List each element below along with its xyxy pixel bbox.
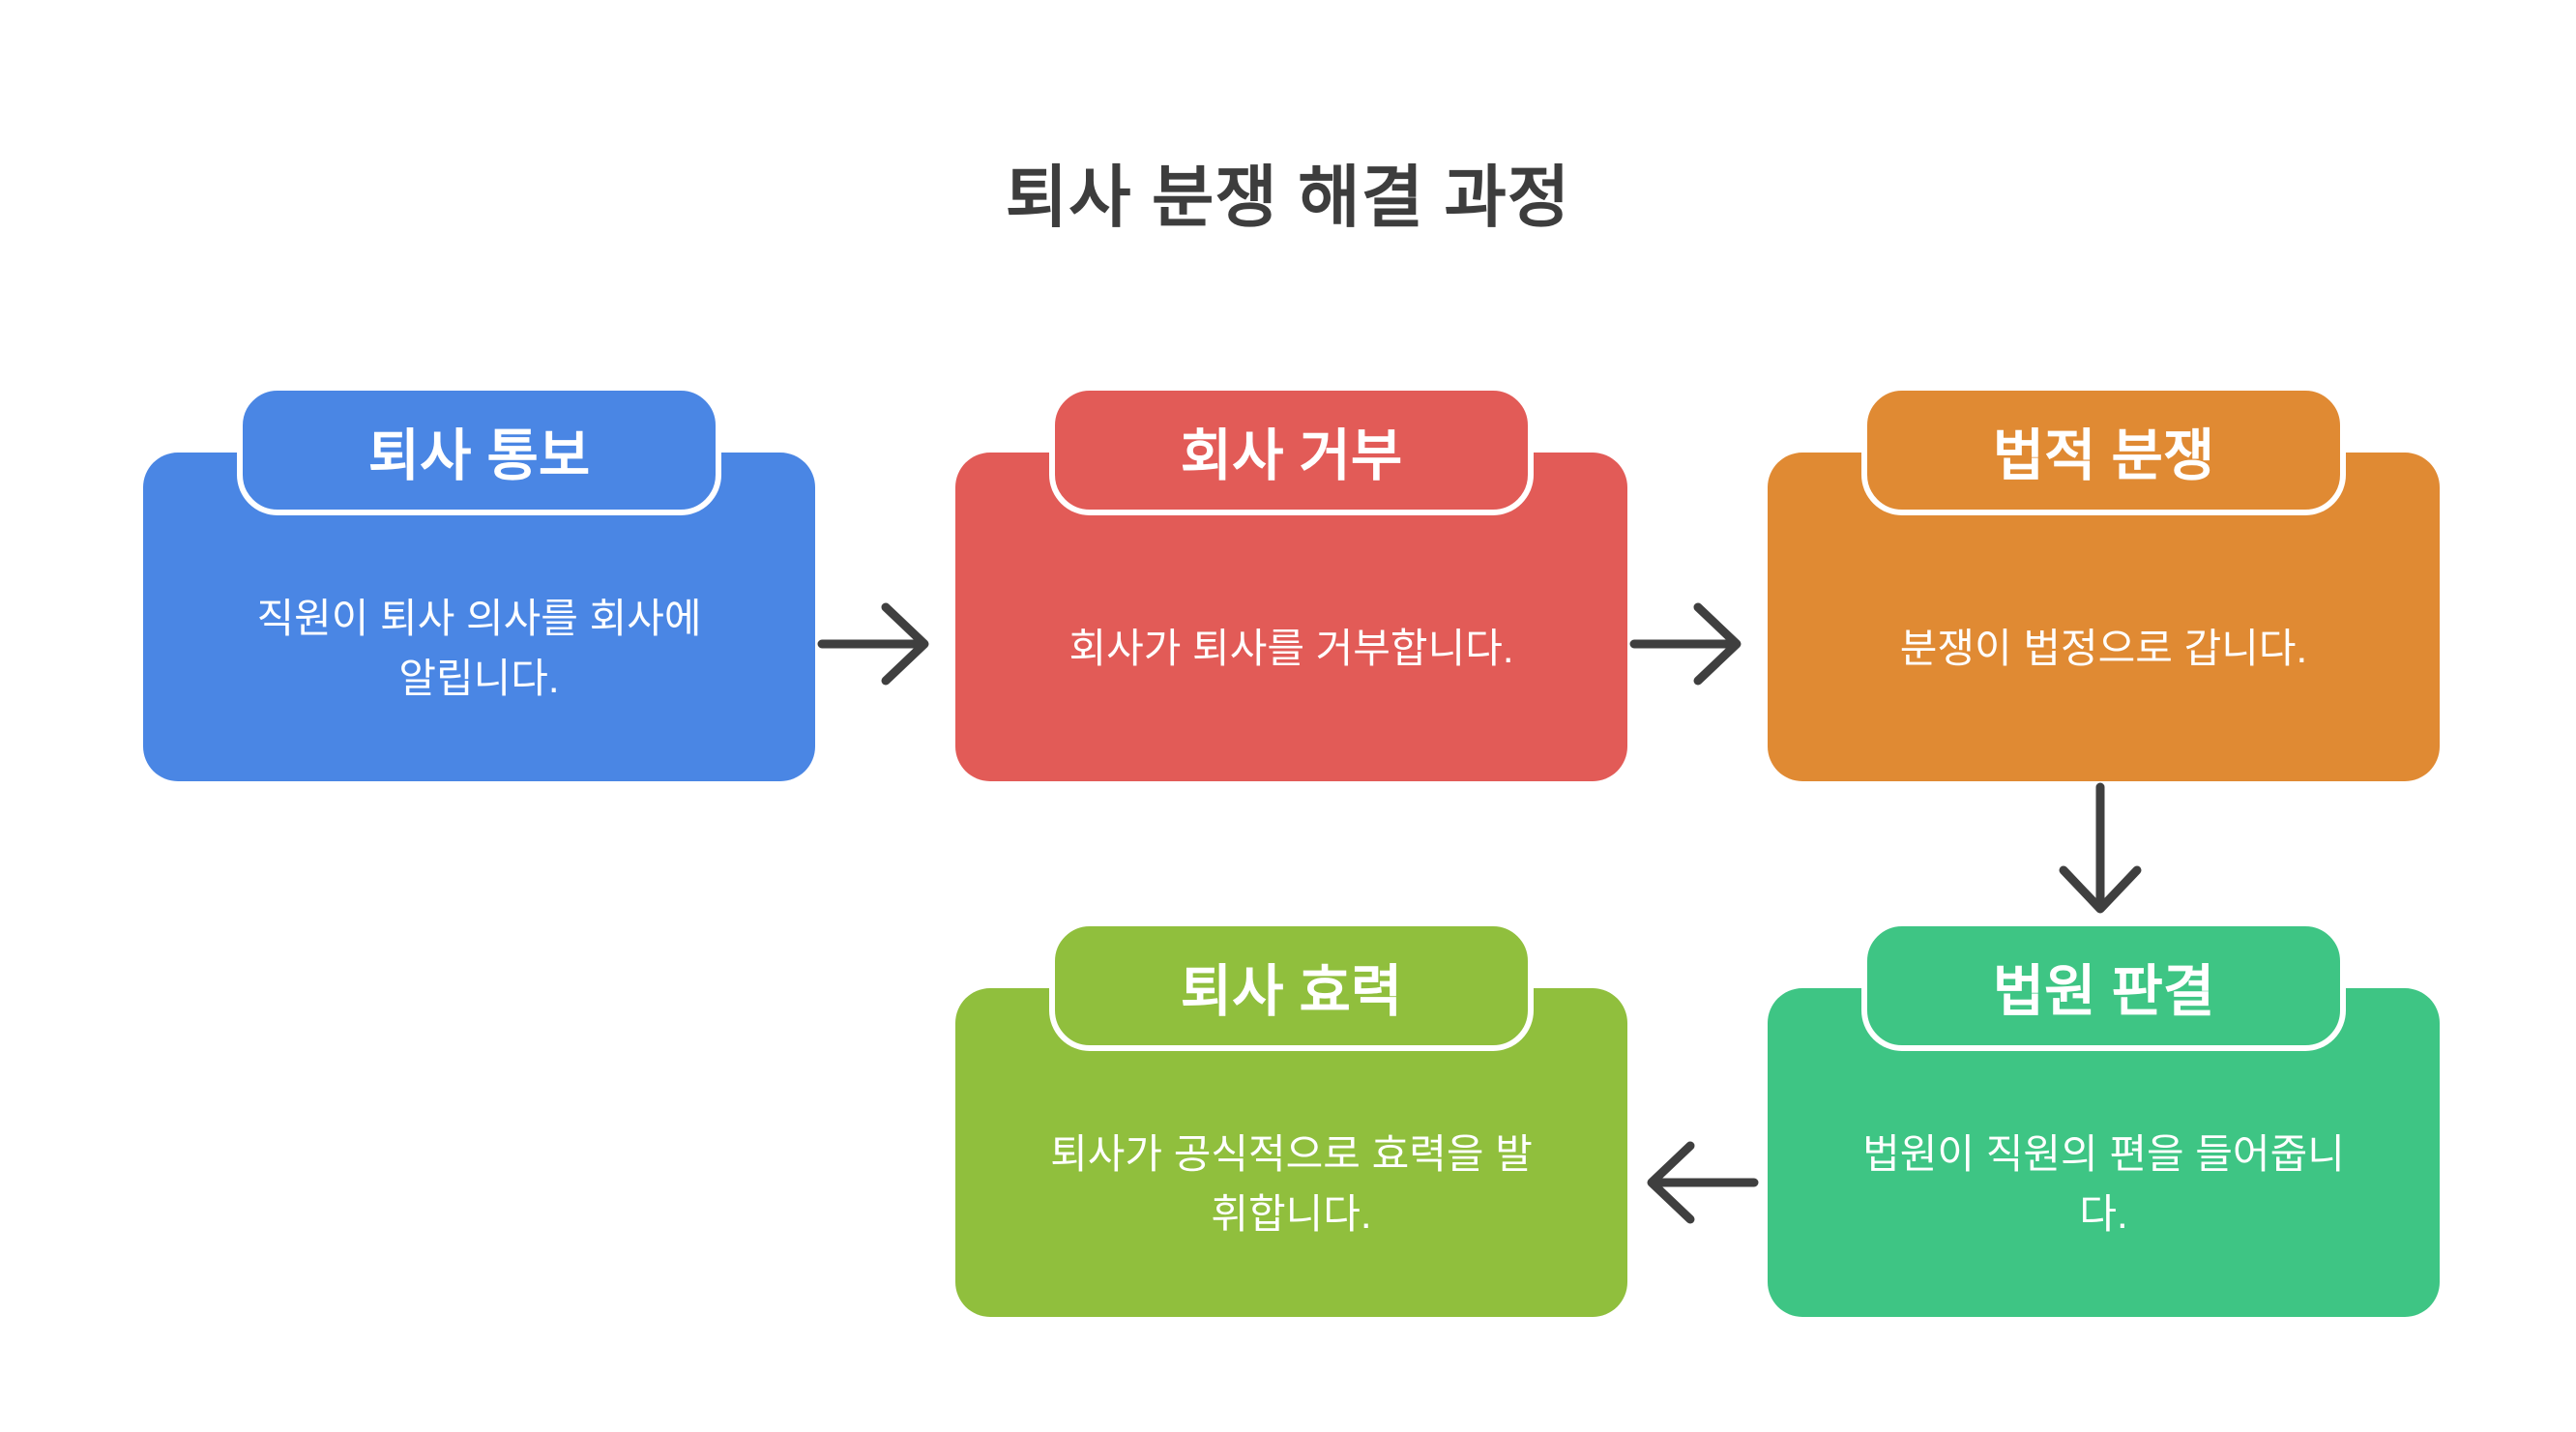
card-title: 법적 분쟁 bbox=[1992, 424, 2215, 487]
arrow-right-icon bbox=[1629, 602, 1742, 686]
card-description: 회사가 퇴사를 거부합니다. bbox=[1002, 619, 1582, 679]
description-line: 퇴사가 공식적으로 효력을 발 bbox=[1050, 1130, 1533, 1177]
card-description: 퇴사가 공식적으로 효력을 발 휘합니다. bbox=[1002, 1125, 1582, 1244]
card-header-tab: 법원 판결 bbox=[1861, 921, 2346, 1051]
arrow-right-icon bbox=[817, 602, 929, 686]
description-line: 회사가 퇴사를 거부합니다. bbox=[1068, 625, 1514, 671]
card-title: 법원 판결 bbox=[1992, 959, 2215, 1023]
arrow-left-icon bbox=[1647, 1141, 1759, 1224]
card-header-tab: 퇴사 통보 bbox=[237, 385, 721, 515]
step-card-company-refusal: 회사가 퇴사를 거부합니다. 회사 거부 bbox=[955, 385, 1627, 783]
card-description: 직원이 퇴사 의사를 회사에 알립니다. bbox=[190, 589, 770, 709]
arrow-down-icon bbox=[2059, 782, 2142, 914]
card-title: 퇴사 효력 bbox=[1180, 959, 1403, 1023]
card-header-tab: 회사 거부 bbox=[1049, 385, 1534, 515]
step-card-resignation-notice: 직원이 퇴사 의사를 회사에 알립니다. 퇴사 통보 bbox=[143, 385, 815, 783]
description-line: 알립니다. bbox=[398, 655, 560, 701]
card-header-tab: 퇴사 효력 bbox=[1049, 921, 1534, 1051]
description-line: 휘합니다. bbox=[1211, 1190, 1372, 1237]
card-description: 법원이 직원의 편을 들어줍니 다. bbox=[1814, 1125, 2394, 1244]
description-line: 법원이 직원의 편을 들어줍니 bbox=[1862, 1130, 2345, 1177]
card-header-tab: 법적 분쟁 bbox=[1861, 385, 2346, 515]
card-title: 퇴사 통보 bbox=[367, 424, 591, 487]
card-description: 분쟁이 법정으로 갑니다. bbox=[1814, 619, 2394, 679]
card-title: 회사 거부 bbox=[1180, 424, 1403, 487]
description-line: 다. bbox=[2079, 1190, 2128, 1237]
description-line: 분쟁이 법정으로 갑니다. bbox=[1899, 625, 2308, 671]
description-line: 직원이 퇴사 의사를 회사에 bbox=[256, 595, 702, 641]
step-card-court-ruling: 법원이 직원의 편을 들어줍니 다. 법원 판결 bbox=[1768, 921, 2440, 1319]
step-card-legal-dispute: 분쟁이 법정으로 갑니다. 법적 분쟁 bbox=[1768, 385, 2440, 783]
step-card-resignation-effect: 퇴사가 공식적으로 효력을 발 휘합니다. 퇴사 효력 bbox=[955, 921, 1627, 1319]
diagram-title: 퇴사 분쟁 해결 과정 bbox=[1005, 160, 1571, 235]
